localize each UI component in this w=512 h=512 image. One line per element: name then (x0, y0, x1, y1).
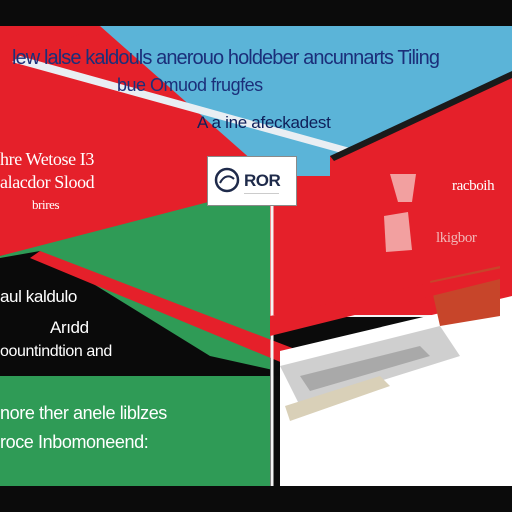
decorative-glyph (390, 174, 416, 202)
green-panel-line-2: roce Inbomoneend: (0, 432, 149, 452)
red-left-wedge (0, 26, 270, 256)
headline-title: lew lalse kaldouls anerouo holdeber ancu… (12, 47, 440, 69)
logo-subtext: ——————— (244, 191, 279, 197)
beige-blocks (285, 376, 390, 421)
grey-stairs (300, 346, 430, 391)
white-panel (280, 296, 512, 486)
white-diagonal-line (12, 56, 350, 154)
decorative-glyph-2 (384, 212, 412, 252)
left-heading-1: hre Wetose I3 (0, 149, 94, 169)
logo-card: ROR ——————— (207, 156, 297, 206)
red-upper-right-wedge (330, 76, 512, 176)
left-heading-2: alacdor Slood (0, 172, 95, 192)
right-label-2: lkigbor (436, 230, 477, 246)
black-panel-line-2: Arıdd (50, 318, 89, 337)
headline-tagline: A a ine afeckadest (197, 113, 331, 132)
dark-diagonal-line (330, 71, 512, 161)
headline-subtitle: bue Omuod frugfes (117, 75, 263, 95)
red-corner (0, 26, 100, 66)
red-stripe (30, 251, 300, 366)
background-panels (0, 26, 512, 486)
poster-canvas: lew lalse kaldouls anerouo holdeber ancu… (0, 26, 512, 486)
right-label-1: racboih (452, 178, 495, 194)
black-panel-line-3: oountindtion and (0, 343, 112, 360)
green-panel-line-1: nore ther anele liblzes (0, 403, 167, 423)
circle-logo-icon (214, 167, 240, 193)
black-panel-line-1: aul kaldulo (0, 287, 77, 306)
black-band (0, 251, 300, 376)
logo-word: ROR (244, 171, 281, 190)
left-caption: brires (32, 197, 60, 212)
red-lower-stripe (270, 266, 512, 336)
